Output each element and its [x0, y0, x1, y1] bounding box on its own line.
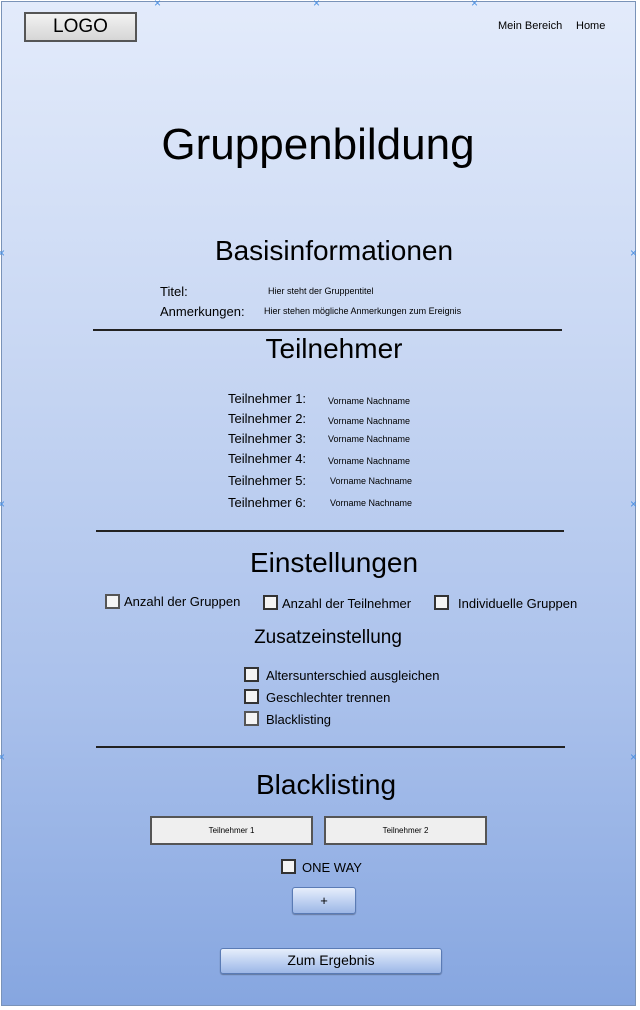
- logo[interactable]: LOGO: [24, 12, 137, 42]
- participant-value[interactable]: Vorname Nachname: [328, 396, 411, 406]
- frame-marker: ×: [154, 0, 162, 10]
- checkbox-one-way[interactable]: [281, 859, 296, 874]
- checkbox-label: ONE WAY: [302, 860, 362, 875]
- title-value[interactable]: Hier steht der Gruppentitel: [268, 286, 374, 296]
- frame-marker: ×: [0, 497, 6, 511]
- blacklist-participant-1-field[interactable]: Teilnehmer 1: [150, 816, 313, 845]
- participant-label: Teilnehmer 5:: [228, 473, 307, 488]
- nav-link-mein-bereich[interactable]: Mein Bereich: [498, 20, 563, 32]
- add-button[interactable]: +: [292, 887, 356, 914]
- section-heading-blacklisting: Blacklisting: [255, 769, 397, 800]
- checkbox-label: Altersunterschied ausgleichen: [266, 668, 440, 683]
- submit-button[interactable]: Zum Ergebnis: [220, 948, 442, 974]
- participant-label: Teilnehmer 6:: [228, 495, 307, 510]
- frame-marker: ×: [313, 0, 321, 10]
- participant-value[interactable]: Vorname Nachname: [328, 416, 411, 426]
- divider: [96, 530, 564, 532]
- frame-marker: ×: [630, 750, 638, 764]
- checkbox-anzahl-teilnehmer[interactable]: [263, 595, 278, 610]
- checkbox-individuelle-gruppen[interactable]: [434, 595, 449, 610]
- checkbox-label: Blacklisting: [266, 712, 332, 727]
- checkbox-label: Geschlechter trennen: [266, 690, 391, 705]
- divider: [93, 329, 562, 331]
- section-heading-teilnehmer: Teilnehmer: [265, 333, 403, 364]
- checkbox-label: Anzahl der Gruppen: [124, 594, 241, 609]
- page-title: Gruppenbildung: [161, 120, 475, 169]
- checkbox-blacklisting[interactable]: [244, 711, 259, 726]
- notes-label: Anmerkungen:: [160, 304, 245, 319]
- participant-label: Teilnehmer 2:: [228, 411, 307, 426]
- frame-marker: ×: [471, 0, 479, 10]
- section-heading-einstellungen: Einstellungen: [249, 547, 419, 578]
- blacklist-participant-2-field[interactable]: Teilnehmer 2: [324, 816, 487, 845]
- nav-link-home[interactable]: Home: [576, 20, 606, 32]
- checkbox-anzahl-gruppen[interactable]: [105, 594, 120, 609]
- frame-marker: ×: [630, 497, 638, 511]
- checkbox-altersunterschied[interactable]: [244, 667, 259, 682]
- title-label: Titel:: [160, 284, 188, 299]
- participant-value[interactable]: Vorname Nachname: [328, 434, 411, 444]
- notes-value[interactable]: Hier stehen mögliche Anmerkungen zum Ere…: [264, 306, 462, 316]
- subsection-heading-zusatz: Zusatzeinstellung: [254, 627, 402, 648]
- frame-marker: ×: [0, 750, 6, 764]
- frame-marker: ×: [0, 246, 6, 260]
- participant-value[interactable]: Vorname Nachname: [330, 476, 413, 486]
- section-heading-basis: Basisinformationen: [214, 235, 454, 266]
- frame-marker: ×: [630, 246, 638, 260]
- participant-label: Teilnehmer 3:: [228, 431, 307, 446]
- participant-label: Teilnehmer 4:: [228, 451, 307, 466]
- divider: [96, 746, 565, 748]
- participant-value[interactable]: Vorname Nachname: [328, 456, 411, 466]
- checkbox-label: Anzahl der Teilnehmer: [282, 596, 412, 611]
- participant-value[interactable]: Vorname Nachname: [330, 498, 413, 508]
- checkbox-label: Individuelle Gruppen: [458, 596, 578, 611]
- checkbox-geschlechter[interactable]: [244, 689, 259, 704]
- participant-label: Teilnehmer 1:: [228, 391, 307, 406]
